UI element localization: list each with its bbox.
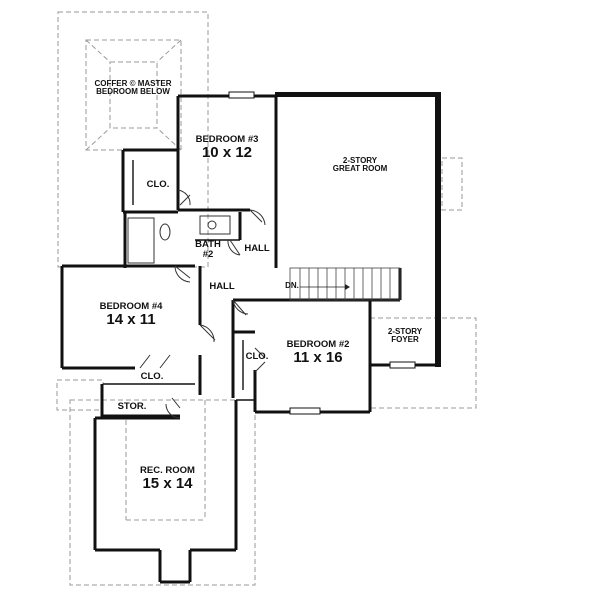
foyer-line1: 2-STORY: [387, 327, 423, 336]
rec-room-size: 15 x 14: [142, 474, 193, 492]
closet-bed3-label: CLO.: [146, 179, 170, 190]
bedroom2-name: BEDROOM #2: [286, 339, 350, 350]
windows: [228, 91, 416, 415]
coffer-note-line2: BEDROOM BELOW: [96, 87, 170, 97]
bedroom4-size: 14 x 11: [106, 310, 156, 328]
bath2-line2: #2: [202, 248, 214, 260]
bedroom2-label: BEDROOM #2 11 x 16: [270, 340, 366, 366]
coffer-note: COFFER © MASTER BEDROOM BELOW: [92, 79, 174, 97]
bedroom3-name: BEDROOM #3: [195, 134, 259, 145]
hall-upper-label: HALL: [244, 243, 270, 254]
coffer-note-line1: COFFER © MASTER: [94, 79, 172, 88]
bedroom2-size: 11 x 16: [293, 348, 343, 366]
bedroom4-label: BEDROOM #4 14 x 11: [62, 302, 200, 328]
bath2-label: BATH #2: [190, 240, 226, 260]
great-room-line1: 2-STORY: [342, 156, 378, 165]
closet-bed4-label: CLO.: [140, 371, 164, 382]
storage-label: STOR.: [117, 401, 147, 412]
closet-bed2-label: CLO.: [245, 351, 269, 362]
stairs: [289, 267, 401, 301]
foyer-line2: FOYER: [391, 335, 419, 345]
door-swings: [139, 189, 266, 419]
great-room-line2: GREAT ROOM: [332, 164, 388, 174]
great-room-label: 2-STORY GREAT ROOM: [315, 156, 405, 174]
foyer-label: 2-STORY FOYER: [378, 327, 432, 345]
bedroom4-name: BEDROOM #4: [99, 301, 163, 312]
stairs-down-label: DN.: [285, 281, 299, 290]
rec-room-name: REC. ROOM: [140, 465, 195, 476]
bath-fixtures: [127, 215, 231, 264]
hall-lower-label: HALL: [209, 281, 235, 292]
rec-room-label: REC. ROOM 15 x 14: [110, 466, 225, 492]
bedroom3-size: 10 x 12: [201, 143, 253, 161]
bath2-line1: BATH: [195, 239, 221, 250]
bedroom3-label: BEDROOM #3 10 x 12: [178, 135, 276, 161]
